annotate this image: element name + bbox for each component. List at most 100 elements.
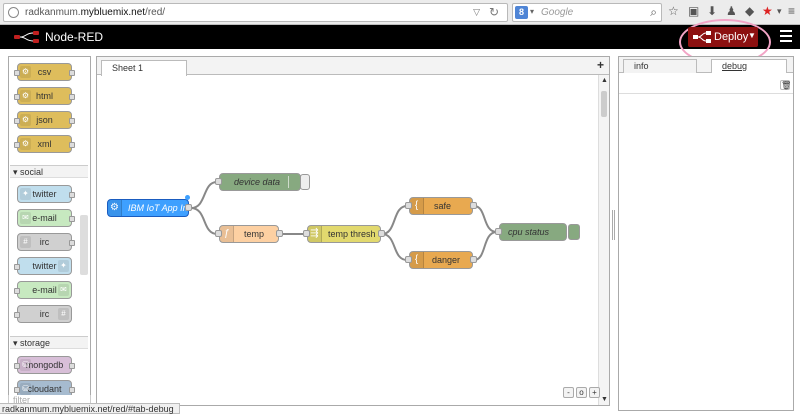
twitter-icon: ✦ [58, 260, 69, 272]
user-icon[interactable]: ♟ [726, 4, 737, 18]
palette-node-html[interactable]: ⚙html [14, 87, 75, 105]
star-icon[interactable]: ☆ [668, 4, 679, 18]
scroll-down-icon[interactable]: ▼ [601, 396, 608, 403]
parser-icon: ⚙ [20, 66, 31, 78]
sidebar-splitter[interactable] [612, 210, 616, 240]
node-label: temp thresh [328, 229, 376, 239]
node-danger[interactable]: { danger [409, 251, 473, 269]
node-label: IBM IoT App In [128, 203, 188, 213]
deploy-dropdown-icon[interactable]: ▼ [748, 31, 756, 40]
node-label: temp [244, 229, 265, 239]
palette-node-email-in[interactable]: ✉e-mail [17, 209, 75, 227]
node-cpu-status[interactable]: cpu status [499, 223, 567, 241]
parser-icon: ⚙ [20, 114, 31, 126]
output-port[interactable] [470, 256, 477, 263]
input-port[interactable] [405, 256, 412, 263]
workspace-tabbar: Sheet 1 + [97, 57, 609, 76]
browser-toolbar: radkanmum.mybluemix.net/red/ ▽ ↻ 8 ▾ Goo… [0, 0, 800, 25]
status-dot [185, 195, 190, 200]
parser-icon: ⚙ [20, 138, 31, 150]
hash-icon: # [58, 308, 69, 320]
workspace-scrollbar[interactable]: ▲ ▼ [598, 75, 609, 405]
tab-sheet-1[interactable]: Sheet 1 [101, 60, 187, 76]
search-input[interactable]: Google [541, 7, 574, 18]
input-port[interactable] [303, 230, 310, 237]
flow-canvas[interactable]: ⚙ IBM IoT App In device data ƒ temp ⇶ te… [97, 75, 600, 405]
palette-node-irc-in[interactable]: #irc [17, 233, 75, 251]
scrollbar-thumb[interactable] [601, 91, 607, 117]
list-icon [288, 176, 298, 188]
extension-icon[interactable]: ◆ [745, 4, 755, 18]
palette-node-csv[interactable]: ⚙csv [14, 63, 75, 81]
node-temp[interactable]: ƒ temp [219, 225, 279, 243]
deploy-button[interactable]: Deploy ▼ [688, 27, 758, 47]
function-icon: ƒ [220, 226, 234, 242]
bookmark-star-icon[interactable]: ★ [762, 4, 773, 18]
google-icon[interactable]: 8 [515, 6, 528, 19]
palette-node-xml[interactable]: ⚙xml [14, 135, 75, 153]
hash-icon: # [20, 236, 31, 248]
search-box[interactable]: 8 ▾ Google ⌕ [512, 3, 662, 22]
sidebar: info debug 🗑 [618, 56, 794, 411]
node-label: device data [234, 177, 281, 187]
palette-category-storage[interactable]: ▾ storage [10, 336, 88, 349]
envelope-icon: ✉ [20, 212, 31, 224]
palette-node-twitter-in[interactable]: ✦twitter [17, 185, 75, 203]
add-tab-button[interactable]: + [596, 58, 604, 72]
clipboard-icon[interactable]: ▣ [688, 4, 700, 18]
overflow-arrow-icon[interactable]: ▾ [777, 6, 782, 16]
output-port[interactable] [185, 204, 192, 211]
node-label: cpu status [508, 227, 550, 237]
dropdown-arrow-icon[interactable]: ▽ [473, 7, 480, 17]
zoom-in-button[interactable]: + [589, 387, 600, 398]
output-port[interactable] [470, 202, 477, 209]
sidebar-divider [619, 93, 793, 94]
input-port[interactable] [215, 178, 222, 185]
app-header: Node-RED [0, 25, 800, 49]
address-url: radkanmum.mybluemix.net/red/ [25, 7, 166, 18]
scroll-up-icon[interactable]: ▲ [601, 77, 608, 84]
debug-toggle-button[interactable] [300, 174, 310, 190]
twitter-icon: ✦ [20, 188, 31, 200]
palette-node-email-out[interactable]: e-mail✉ [14, 281, 72, 299]
template-icon: { [410, 252, 424, 268]
zoom-out-button[interactable]: - [563, 387, 574, 398]
tab-debug[interactable]: debug [711, 59, 787, 73]
palette-category-social[interactable]: ▾ social [10, 165, 88, 178]
search-engine-dropdown-icon[interactable]: ▾ [530, 7, 535, 16]
app-title: Node-RED [45, 30, 104, 44]
node-device-data[interactable]: device data [219, 173, 301, 191]
palette-node-irc-out[interactable]: irc# [14, 305, 72, 323]
palette-scrollbar[interactable] [80, 215, 88, 275]
input-port[interactable] [215, 230, 222, 237]
database-icon: ⛁ [20, 383, 31, 395]
trash-icon[interactable]: 🗑 [780, 80, 792, 90]
output-port[interactable] [378, 230, 385, 237]
browser-menu-icon[interactable]: ≡ [788, 4, 796, 18]
palette-node-cloudant[interactable]: ⛁cloudant [14, 380, 75, 395]
input-port[interactable] [405, 202, 412, 209]
node-safe[interactable]: { safe [409, 197, 473, 215]
download-icon[interactable]: ⬇ [707, 4, 718, 18]
palette-node-twitter-out[interactable]: twitter✦ [14, 257, 72, 275]
node-label: safe [434, 201, 452, 211]
node-iot-app-in[interactable]: ⚙ IBM IoT App In [107, 199, 189, 217]
tab-info[interactable]: info [623, 59, 697, 73]
sidebar-tabs: info debug [619, 57, 793, 73]
output-port[interactable] [276, 230, 283, 237]
input-port[interactable] [495, 228, 502, 235]
node-label: danger [432, 255, 461, 265]
palette-node-json[interactable]: ⚙json [14, 111, 75, 129]
debug-toggle-button[interactable] [568, 224, 580, 240]
node-red-logo-icon [14, 31, 39, 43]
zoom-reset-button[interactable]: o [576, 387, 587, 398]
palette-node-mongodb[interactable]: ⛁mongodb [14, 356, 75, 374]
reload-icon[interactable]: ↻ [488, 5, 499, 19]
address-bar[interactable]: radkanmum.mybluemix.net/red/ ▽ ↻ [3, 3, 508, 22]
envelope-icon: ✉ [58, 284, 69, 296]
search-icon[interactable]: ⌕ [650, 5, 657, 19]
browser-status-bar: radkanmum.mybluemix.net/red/#tab-debug [0, 403, 180, 414]
node-temp-thresh[interactable]: ⇶ temp thresh [307, 225, 381, 243]
workspace: Sheet 1 + ▲ ▼ ⚙ IBM IoT App In [96, 56, 610, 406]
hamburger-menu-icon[interactable] [780, 30, 792, 42]
